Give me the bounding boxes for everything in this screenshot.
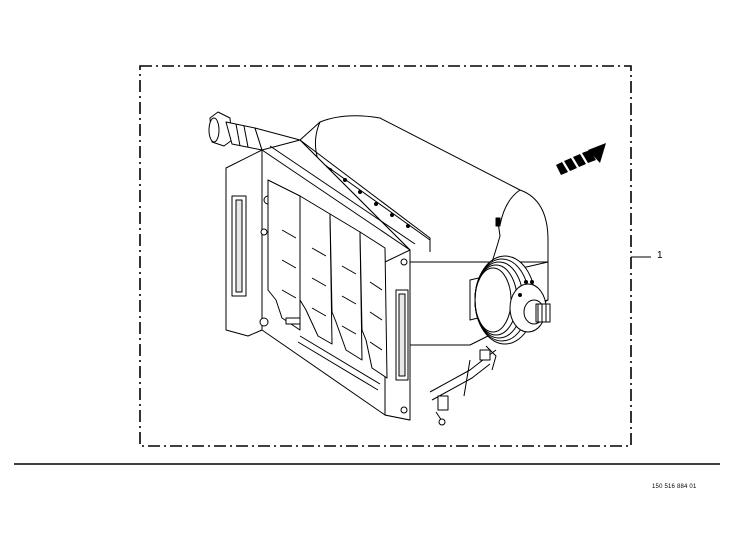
- drive-shaft: [208, 111, 301, 161]
- adjustment-linkage: [429, 345, 497, 426]
- dashed-arrow-icon: [556, 143, 606, 175]
- callout-label: 1: [657, 250, 663, 261]
- vane-assembly: [267, 179, 388, 379]
- document-number: 150 516 884 01: [652, 484, 697, 490]
- blower-unit-illustration: [208, 111, 551, 426]
- assembly-boundary: [139, 65, 632, 447]
- sensor-cable: [491, 221, 501, 263]
- bottom-rail: [285, 317, 381, 391]
- drive-pulley: [474, 255, 551, 345]
